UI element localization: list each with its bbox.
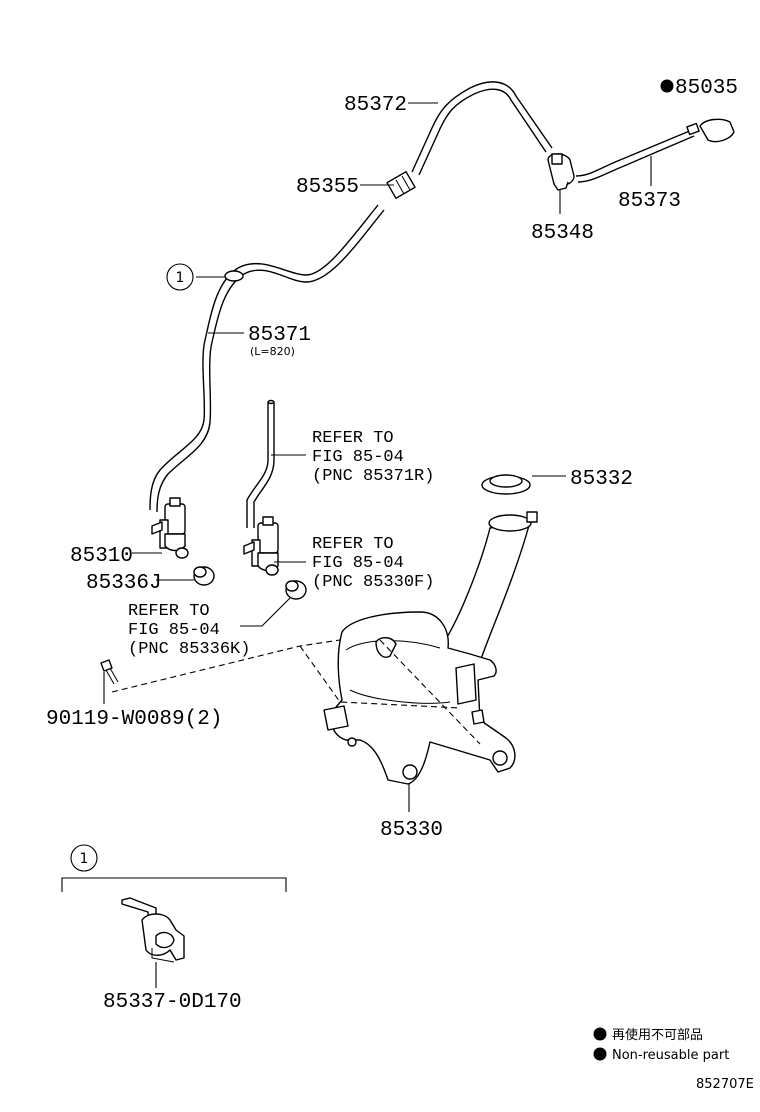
hose-85371R [246,399,275,528]
part-label-85348: 85348 [531,222,594,245]
part-label-85336J: 85336J [86,572,162,595]
svg-text:(PNC 85330F): (PNC 85330F) [312,573,434,592]
reference-note-85330F: REFER TO FIG 85-04 (PNC 85330F) [312,535,434,592]
svg-text:(PNC 85371R): (PNC 85371R) [312,467,434,486]
hose-85372 [411,81,553,176]
leader-ref3 [240,597,291,627]
reference-note-85336K: REFER TO FIG 85-04 (PNC 85336K) [128,602,250,659]
legend-text-en: Non-reusable part [612,1048,729,1063]
hose-85371 [149,204,385,513]
legend-text-jp: 再使用不可部品 [612,1027,703,1043]
part-label-85332: 85332 [570,468,633,491]
grommet-85336J [193,566,215,586]
svg-text:1: 1 [176,270,185,286]
non-reusable-marker-85035 [660,79,674,93]
part-label-85372: 85372 [344,94,407,117]
clip-detail-85337 [121,897,185,963]
bolt-90119 [100,659,119,685]
pump-85330F [243,516,279,576]
svg-text:REFER TO: REFER TO [312,535,394,554]
legend: 再使用不可部品 Non-reusable part [593,1027,729,1063]
callout-circle-main: 1 [166,263,194,291]
clip-1 [224,270,244,282]
legend-marker-jp [593,1027,607,1041]
pump-85310 [151,497,189,559]
diagram-code: 852707E [696,1077,754,1092]
part-label-85035: 85035 [675,77,738,100]
part-label-85310: 85310 [70,545,133,568]
joint-85348 [547,153,575,191]
svg-text:1: 1 [80,851,89,867]
tank-dash-line [299,645,461,709]
callout-circle-detail: 1 [70,844,98,872]
grommet-85336K [285,580,307,600]
svg-text:FIG 85-04: FIG 85-04 [312,448,404,467]
svg-text:REFER TO: REFER TO [128,602,210,621]
part-label-90119: 90119-W0089(2) [46,708,222,731]
svg-text:FIG 85-04: FIG 85-04 [312,554,404,573]
part-length-85371: (L=820) [250,345,295,358]
svg-text:REFER TO: REFER TO [312,429,394,448]
part-label-85371: 85371 [248,324,311,347]
legend-marker-en [593,1047,607,1061]
part-label-85355: 85355 [296,176,359,199]
reference-note-85371R: REFER TO FIG 85-04 (PNC 85371R) [312,429,434,486]
part-label-85337: 85337-0D170 [103,991,242,1014]
nozzle-85035 [686,118,735,143]
hose-85373 [575,129,695,183]
svg-text:FIG 85-04: FIG 85-04 [128,621,220,640]
tank-dash-line-2 [379,639,481,745]
part-label-85330: 85330 [380,819,443,842]
svg-text:(PNC 85336K): (PNC 85336K) [128,640,250,659]
cap-85332 [481,474,531,495]
part-label-85373: 85373 [618,190,681,213]
washer-tank-85330 [323,511,538,785]
check-valve-85355 [386,171,416,199]
detail-bracket [61,877,287,892]
